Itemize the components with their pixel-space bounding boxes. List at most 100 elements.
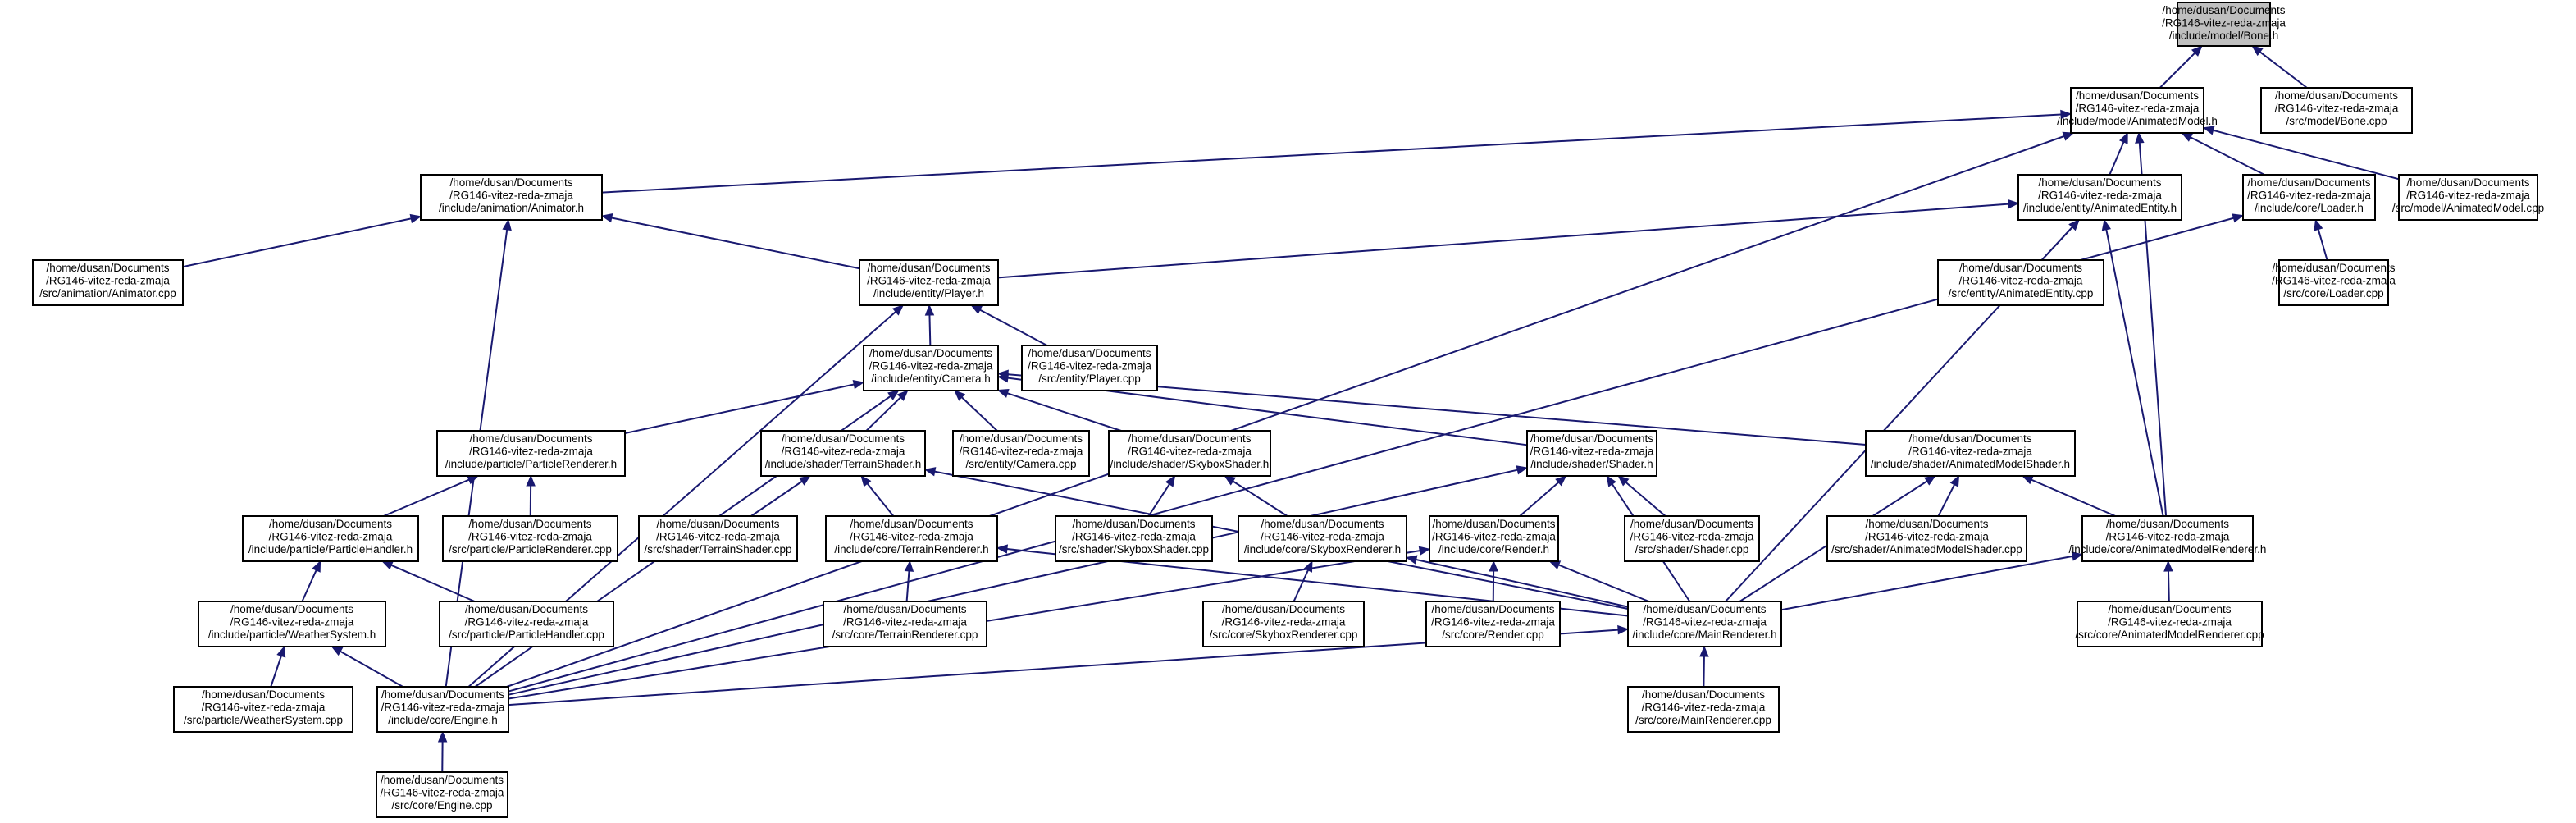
node-shader-h[interactable]: /home/dusan/Documents/RG146-vitez-reda-z… (1526, 430, 1657, 477)
node-terrain-shader-h[interactable]: /home/dusan/Documents/RG146-vitez-reda-z… (760, 430, 926, 477)
node-label-line: /src/shader/AnimatedModelShader.cpp (1831, 543, 2022, 556)
node-label-line: /RG146-vitez-reda-zmaja (2106, 531, 2230, 543)
node-animated-entity-cpp[interactable]: /home/dusan/Documents/RG146-vitez-reda-z… (1937, 259, 2104, 306)
edge-particle-renderer-cpp-includes-particle-renderer-h (526, 474, 536, 517)
edge-line (301, 569, 317, 602)
node-camera-cpp[interactable]: /home/dusan/Documents/RG146-vitez-reda-z… (952, 430, 1090, 477)
arrowhead (996, 388, 1010, 398)
node-box (376, 771, 508, 818)
node-skybox-shader-h[interactable]: /home/dusan/Documents/RG146-vitez-reda-z… (1108, 430, 1271, 477)
node-label-line: /RG146-vitez-reda-zmaja (2108, 616, 2232, 629)
edge-animator-cpp-includes-animator-h (182, 213, 422, 268)
arrowhead (1699, 645, 1709, 657)
node-label-line: /home/dusan/Documents (1128, 432, 1251, 445)
node-label-line: /RG146-vitez-reda-zmaja (449, 190, 573, 202)
node-label-line: /include/entity/Player.h (873, 287, 984, 299)
node-label-line: /home/dusan/Documents (381, 774, 504, 786)
edge-line (2105, 229, 2164, 517)
arrowhead (2008, 199, 2020, 209)
node-engine-h[interactable]: /home/dusan/Documents/RG146-vitez-reda-z… (376, 686, 509, 733)
node-animated-model-renderer-h[interactable]: /home/dusan/Documents/RG146-vitez-reda-z… (2069, 515, 2267, 562)
edge-line (750, 480, 803, 517)
edge-player-h-includes-animator-h (600, 213, 860, 270)
edge-line (1937, 484, 1955, 517)
node-animated-model-shader-h[interactable]: /home/dusan/Documents/RG146-vitez-reda-z… (1865, 430, 2076, 477)
node-bone-h[interactable]: /home/dusan/Documents/RG146-vitez-reda-z… (2162, 2, 2286, 47)
node-particle-handler-cpp[interactable]: /home/dusan/Documents/RG146-vitez-reda-z… (439, 601, 614, 647)
arrowhead (1516, 465, 1529, 475)
arrowhead (2251, 45, 2264, 57)
node-label-line: /home/dusan/Documents (449, 176, 572, 189)
edge-animated-model-renderer-cpp-includes-animated-model-renderer-h (2163, 560, 2173, 602)
node-particle-renderer-cpp[interactable]: /home/dusan/Documents/RG146-vitez-reda-z… (442, 515, 618, 562)
node-animated-model-cpp[interactable]: /home/dusan/Documents/RG146-vitez-reda-z… (2392, 174, 2544, 221)
node-terrain-renderer-h[interactable]: /home/dusan/Documents/RG146-vitez-reda-z… (825, 515, 998, 562)
node-label-line: /RG146-vitez-reda-zmaja (1530, 446, 1654, 458)
node-label-line: /home/dusan/Documents (465, 603, 588, 615)
edge-line (270, 656, 282, 688)
node-animator-cpp[interactable]: /home/dusan/Documents/RG146-vitez-reda-z… (32, 259, 184, 306)
node-main-renderer-h[interactable]: /home/dusan/Documents/RG146-vitez-reda-z… (1627, 601, 1782, 647)
node-label-line: /RG146-vitez-reda-zmaja (1222, 616, 1346, 629)
node-animated-model-renderer-cpp[interactable]: /home/dusan/Documents/RG146-vitez-reda-z… (2075, 601, 2264, 647)
node-label-line: /home/dusan/Documents (468, 518, 591, 530)
node-terrain-shader-cpp[interactable]: /home/dusan/Documents/RG146-vitez-reda-z… (638, 515, 798, 562)
node-player-cpp[interactable]: /home/dusan/Documents/RG146-vitez-reda-z… (1021, 345, 1158, 391)
node-label-line: /RG146-vitez-reda-zmaja (1431, 616, 1555, 629)
nodes-layer: /home/dusan/Documents/RG146-vitez-reda-z… (32, 2, 2544, 818)
node-label-line: /src/core/Render.cpp (1442, 629, 1544, 641)
node-label-line: /RG146-vitez-reda-zmaja (1959, 275, 2083, 287)
edge-line (624, 383, 855, 435)
node-skybox-renderer-h[interactable]: /home/dusan/Documents/RG146-vitez-reda-z… (1238, 515, 1407, 562)
node-animator-h[interactable]: /home/dusan/Documents/RG146-vitez-reda-z… (420, 174, 603, 221)
node-render-cpp[interactable]: /home/dusan/Documents/RG146-vitez-reda-z… (1425, 601, 1561, 647)
node-animated-model-shader-cpp[interactable]: /home/dusan/Documents/RG146-vitez-reda-z… (1826, 515, 2027, 562)
node-terrain-renderer-cpp[interactable]: /home/dusan/Documents/RG146-vitez-reda-z… (823, 601, 987, 647)
edge-line (866, 482, 895, 517)
arrowhead (1555, 475, 1567, 487)
node-label-line: /src/shader/SkyboxShader.cpp (1059, 543, 1209, 556)
node-box (436, 430, 626, 477)
node-animated-entity-h[interactable]: /home/dusan/Documents/RG146-vitez-reda-z… (2017, 174, 2182, 221)
node-label-line: /src/core/MainRenderer.cpp (1635, 714, 1771, 726)
node-label-line: /RG146-vitez-reda-zmaja (869, 360, 993, 373)
node-skybox-renderer-cpp[interactable]: /home/dusan/Documents/RG146-vitez-reda-z… (1202, 601, 1365, 647)
arrowhead (1165, 474, 1176, 487)
arrowhead (600, 213, 613, 223)
node-player-h[interactable]: /home/dusan/Documents/RG146-vitez-reda-z… (859, 259, 999, 306)
node-engine-cpp[interactable]: /home/dusan/Documents/RG146-vitez-reda-z… (376, 771, 508, 818)
node-box (760, 430, 926, 477)
arrowhead (2181, 132, 2194, 142)
edge-line (383, 478, 470, 517)
node-label-line: /RG146-vitez-reda-zmaja (1865, 531, 1989, 543)
node-weather-system-cpp[interactable]: /home/dusan/Documents/RG146-vitez-reda-z… (173, 686, 353, 733)
node-label-line: /src/model/Bone.cpp (2286, 115, 2387, 127)
arrowhead (891, 304, 905, 316)
node-main-renderer-cpp[interactable]: /home/dusan/Documents/RG146-vitez-reda-z… (1627, 686, 1780, 733)
node-label-line: /RG146-vitez-reda-zmaja (960, 446, 1083, 458)
node-label-line: /include/animation/Animator.h (439, 202, 584, 214)
edge-animator-h-includes-animated-model-h (601, 109, 2072, 194)
node-label-line: /src/shader/Shader.cpp (1635, 543, 1749, 556)
node-animated-model-h[interactable]: /home/dusan/Documents/RG146-vitez-reda-z… (2057, 87, 2218, 134)
node-render-h[interactable]: /home/dusan/Documents/RG146-vitez-reda-z… (1429, 515, 1559, 562)
node-camera-h[interactable]: /home/dusan/Documents/RG146-vitez-reda-z… (863, 345, 999, 391)
node-particle-renderer-h[interactable]: /home/dusan/Documents/RG146-vitez-reda-z… (436, 430, 626, 477)
node-box (952, 430, 1090, 477)
arrowhead (331, 646, 344, 656)
node-loader-h[interactable]: /home/dusan/Documents/RG146-vitez-reda-z… (2242, 174, 2376, 221)
node-label-line: /include/entity/Camera.h (871, 373, 991, 385)
edge-skybox-shader-h-includes-camera-h (996, 388, 1122, 432)
node-shader-cpp[interactable]: /home/dusan/Documents/RG146-vitez-reda-z… (1624, 515, 1760, 562)
edge-player-cpp-includes-player-h (970, 304, 1048, 346)
node-loader-cpp[interactable]: /home/dusan/Documents/RG146-vitez-reda-z… (2272, 259, 2396, 306)
node-particle-handler-h[interactable]: /home/dusan/Documents/RG146-vitez-reda-z… (242, 515, 419, 562)
node-weather-system-h[interactable]: /home/dusan/Documents/RG146-vitez-reda-z… (198, 601, 386, 647)
node-skybox-shader-cpp[interactable]: /home/dusan/Documents/RG146-vitez-reda-z… (1055, 515, 1213, 562)
node-label-line: /home/dusan/Documents (1959, 262, 2082, 274)
node-label-line: /include/core/SkyboxRenderer.h (1244, 543, 1401, 556)
arrowhead (904, 560, 914, 572)
node-label-line: /src/particle/ParticleHandler.cpp (449, 629, 604, 641)
node-box (863, 345, 999, 391)
node-bone-cpp[interactable]: /home/dusan/Documents/RG146-vitez-reda-z… (2260, 87, 2413, 134)
